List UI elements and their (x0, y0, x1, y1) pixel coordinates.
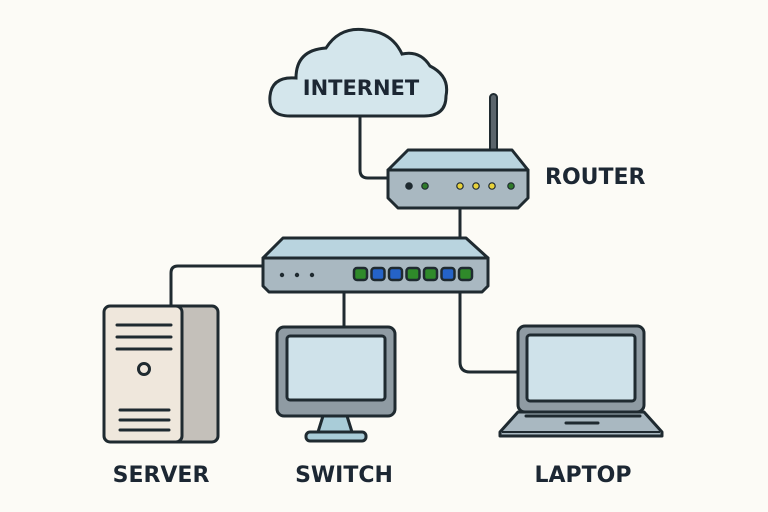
internet-label: INTERNET (303, 76, 420, 100)
router-label: ROUTER (545, 165, 646, 190)
monitor-icon (275, 325, 397, 443)
edge-hub-laptop (458, 292, 518, 374)
internet-cloud-icon (268, 27, 449, 118)
router-led (507, 182, 515, 190)
edge-hub-server (169, 264, 263, 306)
hub-port (457, 266, 474, 282)
server-icon (102, 304, 220, 444)
laptop-icon (498, 324, 664, 438)
edge-internet-router (358, 115, 390, 180)
network-switch-icon (261, 236, 490, 294)
hub-port (422, 266, 439, 282)
switch-label: SWITCH (295, 463, 393, 488)
router-led (488, 182, 496, 190)
hub-port (387, 266, 404, 282)
laptop-label: LAPTOP (534, 463, 631, 488)
router-led (456, 182, 464, 190)
router-led (421, 182, 429, 190)
router-icon (386, 93, 530, 210)
hub-port (352, 266, 369, 282)
hub-port (405, 266, 421, 282)
server-label: SERVER (113, 463, 210, 488)
hub-port (370, 266, 386, 282)
router-led (405, 182, 413, 190)
router-led (472, 182, 480, 190)
hub-port (440, 266, 456, 282)
